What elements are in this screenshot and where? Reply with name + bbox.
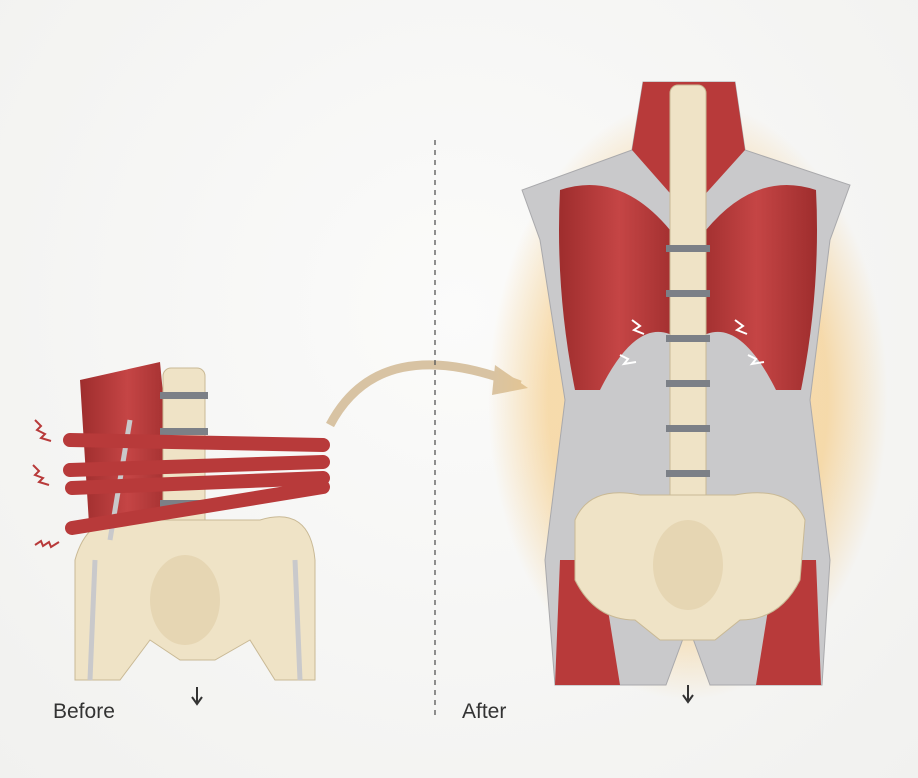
spine — [666, 84, 710, 506]
sacrum — [150, 555, 220, 645]
sacrum — [653, 520, 723, 610]
after-label: After — [462, 700, 507, 723]
left-lat-muscle — [559, 185, 680, 390]
tension-icon — [32, 419, 60, 549]
before-label: Before — [53, 700, 115, 723]
right-lat-muscle — [696, 185, 817, 390]
before-figure — [32, 362, 330, 706]
relief-icon — [619, 319, 765, 366]
down-arrow-icon — [191, 687, 203, 706]
tight-muscles — [63, 433, 330, 535]
down-arrow-icon — [682, 685, 694, 704]
after-figure — [488, 81, 888, 704]
back-muscle — [80, 362, 175, 540]
transition-arrow — [326, 360, 522, 428]
